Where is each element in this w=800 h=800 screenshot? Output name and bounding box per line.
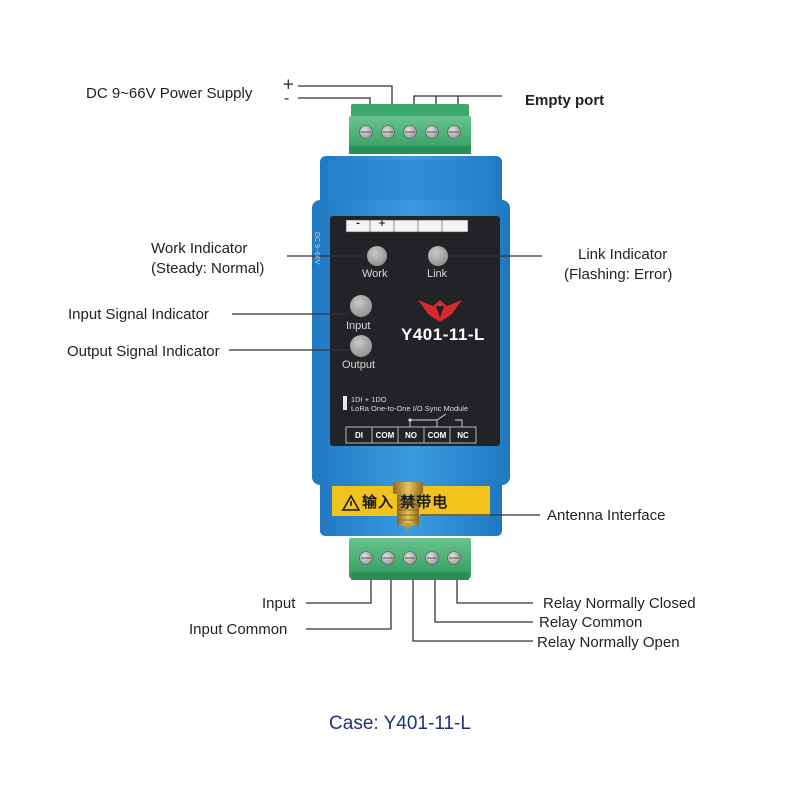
relay-com-label: Relay Common: [539, 614, 643, 631]
work-indicator-label: Work Indicator: [151, 240, 248, 257]
pin-di: DI: [355, 431, 363, 440]
work-led: [367, 246, 387, 266]
minus-sign: -: [284, 89, 290, 107]
brand-logo: [418, 300, 462, 322]
antenna-label: Antenna Interface: [547, 507, 666, 524]
output-led: [350, 335, 372, 357]
input-common-label: Input Common: [189, 621, 288, 638]
link-indicator-label: Link Indicator: [578, 246, 668, 263]
empty-port-label: Empty port: [525, 92, 605, 109]
relay-nc-label: Relay Normally Closed: [543, 595, 696, 612]
antenna-connector: [393, 482, 423, 529]
bottom-pin-strip: [345, 413, 477, 444]
link-led: [428, 246, 448, 266]
voltage-mark: DC 9~66V: [313, 232, 320, 265]
work-indicator-note: (Steady: Normal): [151, 260, 265, 277]
case-caption: Case: Y401-11-L: [329, 713, 471, 734]
link-led-label: Link: [427, 268, 448, 280]
relay-no-label: Relay Normally Open: [537, 634, 680, 651]
pin-no: NO: [405, 431, 417, 440]
input-led-label: Input: [346, 320, 371, 332]
model-name: Y401-11-L: [401, 325, 485, 344]
pin-com-relay: COM: [427, 431, 447, 440]
output-signal-label: Output Signal Indicator: [67, 343, 220, 360]
pin-com-input: COM: [375, 431, 395, 440]
pin-nc: NC: [457, 431, 469, 440]
work-led-label: Work: [362, 268, 388, 280]
front-panel: [330, 216, 500, 446]
bottom-terminal-block: [349, 538, 471, 580]
top-pin-2: +: [378, 219, 386, 229]
plus-sign: +: [282, 75, 295, 93]
top-pin-strip: [345, 219, 469, 233]
output-led-label: Output: [342, 359, 376, 371]
top-terminal-block: [349, 104, 471, 154]
input-signal-label: Input Signal Indicator: [68, 306, 209, 323]
warning-text: 输入 禁带电: [362, 493, 449, 511]
link-indicator-note: (Flashing: Error): [564, 266, 673, 283]
input-led: [350, 295, 372, 317]
spec-line-1: 1DI + 1DO: [351, 395, 387, 404]
power-supply-label: DC 9~66V Power Supply: [86, 85, 253, 102]
leader-lines: [229, 85, 542, 642]
input-label: Input: [262, 595, 296, 612]
leds: [350, 246, 448, 357]
spec-line-2: LoRa One-to-One I/O Sync Module: [351, 404, 469, 413]
spec-marker: [343, 396, 347, 410]
top-pin-1: -: [356, 219, 360, 229]
